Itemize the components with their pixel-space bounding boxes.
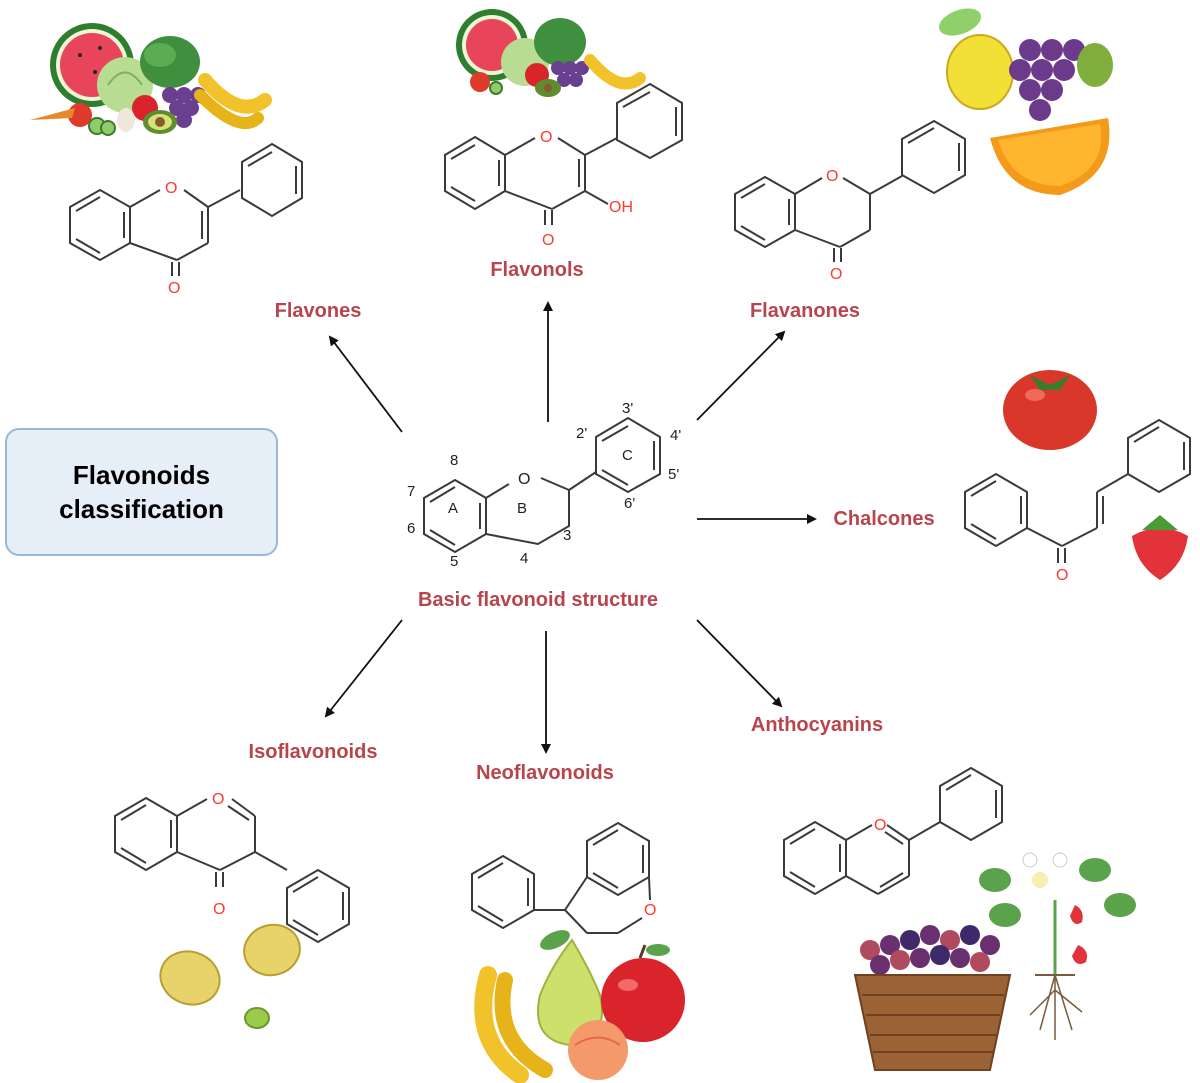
chalcones-structure <box>964 418 1191 563</box>
flavanones-structure <box>734 119 966 262</box>
cucumber-icon <box>88 117 116 136</box>
flavonols-ring-oxygen: O <box>540 129 552 146</box>
avocado-icon <box>143 110 177 134</box>
anthocyanins-structure <box>783 766 1003 896</box>
pos-6prime: 6' <box>624 495 635 512</box>
pos-5prime: 5' <box>668 466 679 483</box>
flavones-structure <box>69 142 303 276</box>
flavonols-carbonyl-oxygen: O <box>542 232 554 249</box>
banana-icon <box>474 966 553 1083</box>
banana-icon <box>194 73 272 129</box>
isoflavonoids-foods <box>159 923 301 1029</box>
flavonols-foods <box>456 9 646 97</box>
isoflavonoids-ring-oxygen: O <box>212 791 224 808</box>
tomato-icon <box>1003 370 1097 450</box>
flavones-carbonyl-oxygen: O <box>168 280 180 297</box>
pos-5: 5 <box>450 553 458 570</box>
flavanones-label: Flavanones <box>750 300 860 322</box>
anthocyanins-label: Anthocyanins <box>751 714 883 736</box>
arrow-to-isoflavonoids <box>324 619 403 718</box>
carrot-icon <box>30 108 75 120</box>
isoflavonoids-carbonyl-oxygen: O <box>213 901 225 918</box>
leafy-greens-icon <box>140 36 200 88</box>
arrow-to-anthocyanins <box>696 619 783 708</box>
pos-4: 4 <box>520 550 528 567</box>
anthocyanins-ring-oxygen: O <box>874 817 886 834</box>
arrow-to-flavanones <box>696 330 786 421</box>
center-label: Basic flavonoid structure <box>418 589 658 611</box>
chalcones-foods <box>1003 370 1188 580</box>
peach-icon <box>568 1020 628 1080</box>
flavanones-carbonyl-oxygen: O <box>830 266 842 283</box>
isoflavonoids-structure <box>114 796 350 944</box>
soybean-icon <box>159 923 301 1029</box>
banana-icon <box>584 54 646 90</box>
strawberry-icon <box>1132 515 1188 580</box>
title-line-1: Flavonoids <box>72 460 211 490</box>
arrow-to-flavones <box>328 335 403 433</box>
ring-label-b: B <box>517 500 527 517</box>
neoflavonoids-label: Neoflavonoids <box>476 762 614 784</box>
flavones-ring-oxygen: O <box>165 180 177 197</box>
flavanones-foods <box>938 8 1113 195</box>
flavanones-ring-oxygen: O <box>826 168 838 185</box>
pos-3prime: 3' <box>622 400 633 417</box>
flavones-label: Flavones <box>275 300 362 322</box>
flavones-foods <box>30 23 272 136</box>
watermelon-icon <box>50 23 134 107</box>
ring-label-c: C <box>622 447 633 464</box>
pos-3: 3 <box>563 527 571 544</box>
center-oxygen: O <box>518 471 530 488</box>
isoflavonoids-label: Isoflavonoids <box>249 741 378 763</box>
flavonols-structure <box>444 82 683 225</box>
pos-7: 7 <box>407 483 415 500</box>
anthocyanins-foods <box>853 852 1136 1071</box>
neoflavonoids-foods <box>474 930 685 1083</box>
garlic-icon <box>117 108 135 132</box>
chalcones-carbonyl-oxygen: O <box>1056 567 1068 584</box>
title-box: Flavonoids classification <box>5 428 278 556</box>
avocado-icon <box>535 79 561 97</box>
orange-icon <box>990 118 1110 195</box>
strawberry-plant-icon <box>979 852 1136 1040</box>
cucumber-icon <box>489 81 503 95</box>
flavonols-hydroxyl: OH <box>609 199 633 216</box>
tomato-small-icon <box>470 72 490 92</box>
grapes-icon <box>1009 39 1113 121</box>
pos-6: 6 <box>407 520 415 537</box>
grape-basket-icon <box>853 925 1012 1071</box>
ring-label-a: A <box>448 500 458 517</box>
lemon-icon <box>938 8 1014 110</box>
title-line-2: classification <box>59 494 224 524</box>
basic-flavonoid-structure <box>423 416 661 554</box>
arrows <box>324 301 817 754</box>
pos-8: 8 <box>450 452 458 469</box>
leafy-greens-icon <box>534 18 586 66</box>
pos-4prime: 4' <box>670 427 681 444</box>
flavonols-label: Flavonols <box>490 259 583 281</box>
neoflavonoids-ring-oxygen: O <box>644 902 656 919</box>
pos-2prime: 2' <box>576 425 587 442</box>
grapes-icon <box>551 61 589 87</box>
neoflavonoids-structure <box>471 821 651 934</box>
chalcones-label: Chalcones <box>833 508 934 530</box>
apple-icon <box>601 944 685 1042</box>
